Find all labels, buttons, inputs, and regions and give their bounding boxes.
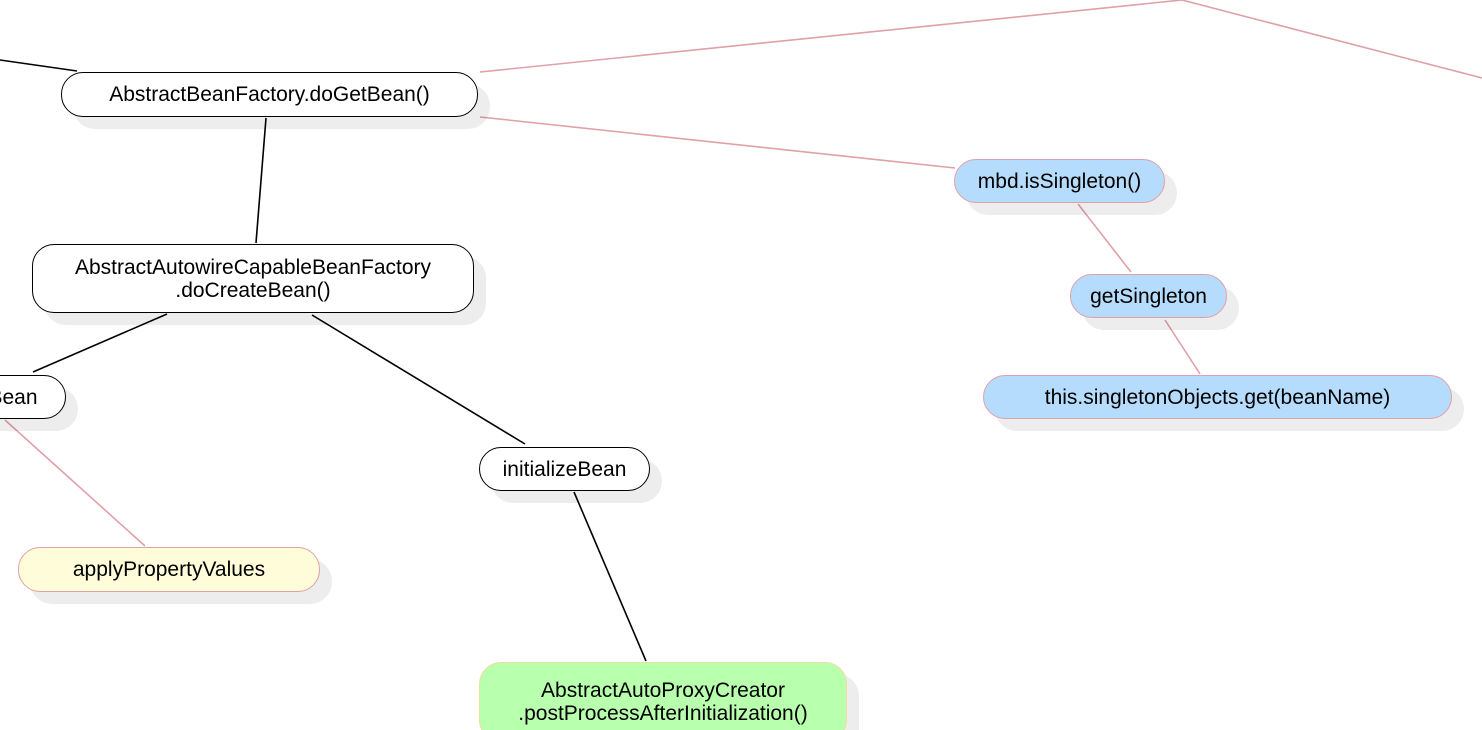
node-populate-bean-partial[interactable]: Bean [0, 375, 66, 419]
node-abstract-auto-proxy-creator-post-process[interactable]: AbstractAutoProxyCreator .postProcessAft… [479, 662, 847, 730]
node-get-singleton[interactable]: getSingleton [1070, 274, 1227, 318]
connector-doGetBean-to-isSingleton [479, 116, 956, 169]
connector-getSingleton-to-singletonObjectsGet [1164, 319, 1201, 375]
connector-populateBean-to-applyPropertyValues [4, 419, 146, 547]
connector-doGetBean-to-offscreen-top-right [479, 0, 1482, 79]
node-singleton-objects-get[interactable]: this.singletonObjects.get(beanName) [983, 375, 1452, 419]
connector-doGetBean-to-doCreateBean [255, 117, 267, 244]
connector-doCreateBean-to-populateBean [32, 313, 168, 373]
node-initialize-bean[interactable]: initializeBean [479, 447, 650, 491]
connector-doCreateBean-to-initializeBean [311, 314, 526, 445]
node-abstract-autowire-capable-bean-factory-do-create-bean[interactable]: AbstractAutowireCapableBeanFactory .doCr… [32, 244, 474, 313]
connector-initializeBean-to-postProcess [573, 491, 647, 662]
connector-offscreen-left-to-doGetBean [0, 59, 78, 72]
node-abstract-bean-factory-do-get-bean[interactable]: AbstractBeanFactory.doGetBean() [61, 72, 478, 117]
node-apply-property-values[interactable]: applyPropertyValues [18, 547, 320, 592]
node-mbd-is-singleton[interactable]: mbd.isSingleton() [954, 159, 1165, 203]
connector-isSingleton-to-getSingleton [1077, 203, 1132, 273]
